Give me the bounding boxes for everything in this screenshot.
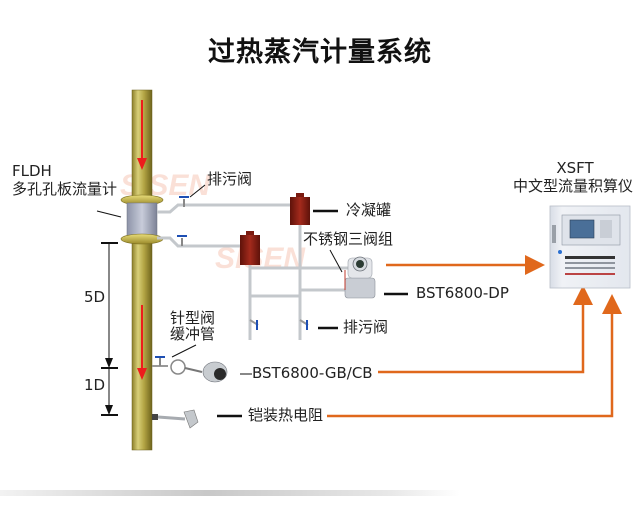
signal-lines: [327, 255, 622, 418]
drain-valve-top-label: 排污阀: [207, 170, 253, 188]
totalizer-name-label: 中文型流量积算仪: [512, 177, 633, 195]
leader-lines: [96, 184, 408, 418]
condenser-pot-left: [240, 231, 260, 265]
flowmeter-name-label: 多孔孔板流量计: [12, 180, 118, 198]
drain-valve-upper: [179, 196, 189, 207]
flow-direction-arrow: [137, 305, 147, 380]
rtd-label: 铠装热电阻: [248, 406, 324, 424]
pressure-transmitter-label: BST6800-GB/CB: [252, 364, 373, 382]
dimension-1d-label: 1D: [84, 376, 106, 394]
armored-rtd: [152, 409, 199, 429]
drain-valve-bottom-right: [299, 319, 309, 330]
drain-valve-bottom-label: 排污阀: [343, 318, 389, 336]
page-title: 过热蒸汽计量系统: [208, 37, 432, 68]
orifice-flowmeter: [120, 194, 164, 245]
flowmeter-model-label: FLDH: [12, 162, 52, 180]
condenser-label: 冷凝罐: [346, 201, 392, 219]
signal-line-rtd: [327, 294, 622, 418]
drain-valve-lower: [177, 235, 187, 246]
three-valve-group-label: 不锈钢三阀组: [303, 230, 394, 248]
totalizer-model-label: XSFT: [556, 159, 594, 177]
dimension-markers: [101, 242, 118, 416]
flow-totalizer-cabinet: [549, 205, 631, 289]
needle-valve: [152, 356, 168, 367]
dp-transmitter-label: BST6800-DP: [416, 284, 509, 302]
drain-valve-bottom-left: [249, 319, 259, 330]
buffer-tube: [170, 359, 203, 375]
main-steam-pipe: [131, 89, 153, 451]
dp-transmitter: [344, 256, 376, 299]
condenser-pot-right: [290, 193, 310, 225]
dimension-5d-label: 5D: [84, 288, 106, 306]
flow-direction-arrow: [137, 100, 147, 170]
needle-valve-label: 针型阀: [170, 309, 216, 327]
buffer-tube-label: 缓冲管: [170, 325, 216, 343]
bottom-divider: [0, 490, 460, 496]
signal-line-pressure: [378, 285, 593, 374]
pressure-transmitter: [202, 361, 228, 383]
